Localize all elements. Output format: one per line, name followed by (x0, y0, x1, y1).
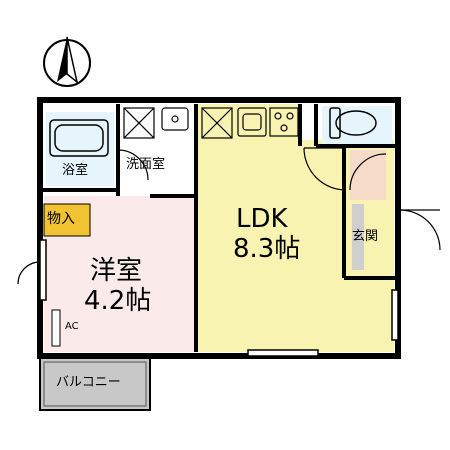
toilet-room-fill (322, 106, 392, 146)
bath-label: 浴室 (62, 163, 89, 178)
ac-unit (51, 309, 61, 347)
ldk-size: 8.3帖 (233, 234, 301, 264)
ac-label: AC (65, 321, 79, 332)
bathtub-icon (49, 119, 109, 157)
toilet-icon (329, 107, 377, 139)
stove-icon (269, 107, 299, 137)
kitchen-sink-icon (237, 107, 267, 137)
refrigerator-icon (201, 107, 233, 139)
storage-label: 物入 (47, 211, 75, 227)
north-arrow-icon (43, 36, 91, 87)
ldk-label: LDK (236, 204, 288, 234)
western-room-label: 洋室 (90, 256, 143, 286)
sink-icon (161, 107, 189, 131)
entrance-label: 玄関 (352, 229, 379, 244)
ldk-upper-fill (198, 104, 300, 144)
western-room-size: 4.2帖 (84, 286, 152, 316)
washing-machine-icon (123, 107, 155, 139)
washroom-label: 洗面室 (126, 157, 166, 172)
balcony-label: バルコニー (56, 375, 121, 390)
entrance-fill (350, 150, 386, 200)
balcony (39, 357, 151, 411)
shoe-box-fill (352, 204, 364, 270)
storage-closet (43, 203, 91, 237)
